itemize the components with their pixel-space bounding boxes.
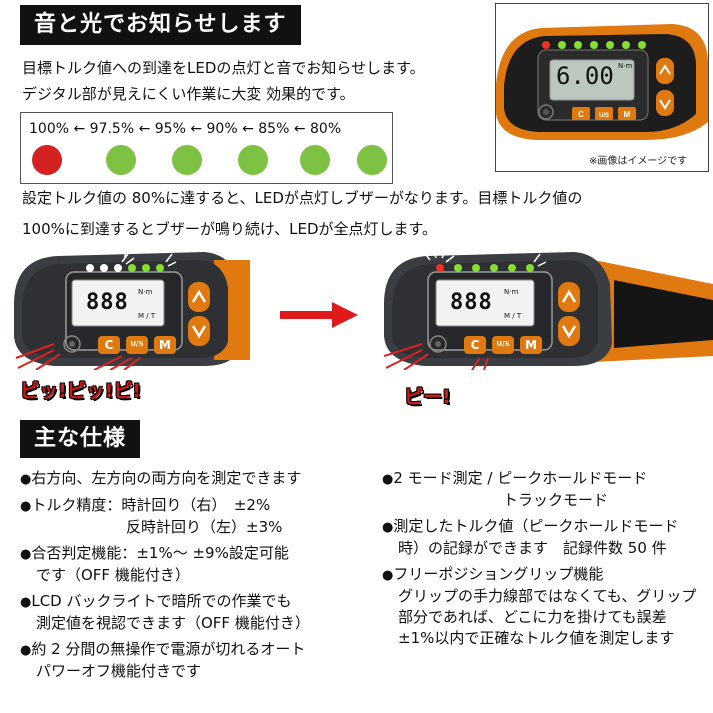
description-line-2: 100%に到達するとブザーが鳴り続け、LEDが全点灯します。 [22, 220, 438, 238]
device-left-digits: 888 [86, 290, 129, 315]
photo-display-unit: N·m [618, 62, 633, 70]
spec-line: ●測定したトルク値（ピークホールドモード [382, 516, 712, 538]
device-left-m-button: M [159, 338, 171, 352]
beep-continuous-text: ピー! [404, 386, 451, 408]
spec-text: 時）の記録ができます 記録件数 50 件 [398, 539, 667, 557]
led-dot-85 [300, 145, 330, 175]
device-right-unit-bottom: M / T [504, 312, 522, 320]
spec-line: 測定値を視認できます（OFF 機能付き） [20, 613, 375, 634]
led-dot-80 [357, 145, 387, 175]
bullet-icon: ● [20, 499, 32, 514]
led-scale-box: 100% ← 97.5% ← 95% ← 90% ← 85% ← 80% [20, 112, 393, 184]
spec-line: ●2 モード測定 / ピークホールドモード [382, 468, 712, 490]
device-right-m-button: M [525, 338, 537, 352]
spec-line: ●トルク精度：時計回り（右） ±2% [20, 495, 375, 517]
svg-text:C: C [578, 110, 584, 119]
svg-text:U/S: U/S [599, 113, 609, 119]
spec-text: グリップの手力線部ではなくても、グリップ [398, 587, 697, 605]
spec-line: トラックモード [382, 490, 712, 511]
photo-display-value: 6.00 [556, 62, 614, 90]
bullet-icon: ● [20, 472, 32, 487]
bullet-icon: ● [20, 547, 32, 562]
spec-text: トルク精度：時計回り（右） ±2% [31, 496, 271, 514]
led-scale-labels: 100% ← 97.5% ← 95% ← 90% ← 85% ← 80% [29, 121, 342, 137]
device-left: 888 N·m M / T C U/S M [14, 244, 250, 371]
spec-line: ±1%以内で正確なトルク値を測定します [382, 628, 712, 649]
spec-line: グリップの手力線部ではなくても、グリップ [382, 586, 712, 607]
device-right-c-button: C [470, 338, 480, 352]
spec-text: ±1%以内で正確なトルク値を測定します [398, 629, 675, 647]
arrow-right-icon [280, 302, 358, 328]
description-line-1: 設定トルク値の 80%に達すると、LEDが点灯しブザーがなります。目標トルク値の [22, 189, 583, 207]
intro-line-1: 目標トルク値への到達をLEDの点灯と音でお知らせします。 [22, 59, 425, 77]
spec-text: 約 2 分間の無操作で電源が切れるオート [31, 640, 306, 658]
spec-left-item: ●合否判定機能：±1%〜 ±9%設定可能です（OFF 機能付き） [20, 543, 375, 586]
section-title: 音と光でお知らせします [20, 5, 301, 45]
spec-left-item: ●LCD バックライトで暗所での作業でも測定値を視認できます（OFF 機能付き） [20, 591, 375, 634]
bullet-icon: ● [20, 595, 32, 610]
spec-text: 合否判定機能：±1%〜 ±9%設定可能 [31, 544, 289, 562]
spec-line: パワーオフ機能付きです [20, 661, 375, 682]
spec-line: 部分であれば、どこに力を掛けても誤差 [382, 607, 712, 628]
spec-right-item: ●フリーポジショングリップ機能グリップの手力線部ではなくても、グリップ部分であれ… [382, 564, 712, 649]
spec-text: 2 モード測定 / ピークホールドモード [393, 469, 648, 487]
device-right: 888 N·m M / T C U/S M [383, 244, 713, 371]
device-left-us-button: U/S [130, 340, 144, 348]
device-right-us-button: U/S [496, 340, 510, 348]
spec-line: 時）の記録ができます 記録件数 50 件 [382, 538, 712, 559]
specs-title: 主な仕様 [20, 420, 141, 458]
spec-text: 部分であれば、どこに力を掛けても誤差 [398, 608, 667, 626]
spec-left-item: ●約 2 分間の無操作で電源が切れるオートパワーオフ機能付きです [20, 639, 375, 682]
spec-text: パワーオフ機能付きです [36, 662, 202, 680]
led-dot-95 [172, 145, 202, 175]
spec-line: です（OFF 機能付き） [20, 565, 375, 586]
intro-line-2: デジタル部が見えにくい作業に大変 効果的です。 [22, 85, 355, 103]
spec-right-item: ●2 モード測定 / ピークホールドモード トラックモード [382, 468, 712, 511]
svg-text:M: M [624, 110, 631, 119]
specs-right-column: ●2 モード測定 / ピークホールドモード トラックモード●測定したトルク値（ピ… [382, 468, 712, 654]
bullet-icon: ● [382, 520, 394, 535]
device-left-c-button: C [104, 338, 114, 352]
spec-line: ●フリーポジショングリップ機能 [382, 564, 712, 586]
device-left-body [14, 251, 250, 371]
spec-line: ●右方向、左方向の両方向を測定できます [20, 468, 375, 490]
spec-text: 反時計回り（左）±3% [36, 518, 283, 536]
beep-intermittent-text: ピッ!ピッ!ピ! [20, 380, 141, 402]
device-right-unit-top: N·m [504, 288, 519, 296]
bullet-icon: ● [382, 568, 394, 583]
led-dot-100 [32, 145, 62, 175]
spec-left-item: ●右方向、左方向の両方向を測定できます [20, 468, 375, 490]
spec-text: 測定したトルク値（ピークホールドモード [393, 517, 679, 535]
device-right-body [383, 249, 713, 371]
spec-line: ●約 2 分間の無操作で電源が切れるオート [20, 639, 375, 661]
led-dot-90 [238, 145, 268, 175]
wrench-photo-illustration: C U/S M [496, 24, 708, 140]
spec-line: ●LCD バックライトで暗所での作業でも [20, 591, 375, 613]
device-left-unit-bottom: M / T [138, 312, 156, 320]
spec-line: 反時計回り（左）±3% [20, 517, 375, 538]
spec-text: LCD バックライトで暗所での作業でも [31, 592, 292, 610]
spec-right-item: ●測定したトルク値（ピークホールドモード時）の記録ができます 記録件数 50 件 [382, 516, 712, 559]
image-note: ※画像はイメージです [589, 156, 688, 167]
spec-line: ●合否判定機能：±1%〜 ±9%設定可能 [20, 543, 375, 565]
spec-text: フリーポジショングリップ機能 [393, 565, 604, 583]
spec-left-item: ●トルク精度：時計回り（右） ±2% 反時計回り（左）±3% [20, 495, 375, 538]
spec-text: トラックモード [398, 491, 609, 509]
product-photo: C U/S M 6.00 N·m ※画像はイメージです [495, 3, 709, 172]
spec-text: 測定値を視認できます（OFF 機能付き） [36, 614, 310, 632]
led-dot-97-5 [106, 145, 136, 175]
device-right-digits: 888 [450, 290, 493, 315]
device-left-unit-top: N·m [138, 288, 153, 296]
bullet-icon: ● [20, 643, 32, 658]
specs-left-column: ●右方向、左方向の両方向を測定できます●トルク精度：時計回り（右） ±2% 反時… [20, 468, 375, 687]
spec-text: です（OFF 機能付き） [36, 566, 190, 584]
spec-text: 右方向、左方向の両方向を測定できます [31, 469, 302, 487]
bullet-icon: ● [382, 472, 394, 487]
